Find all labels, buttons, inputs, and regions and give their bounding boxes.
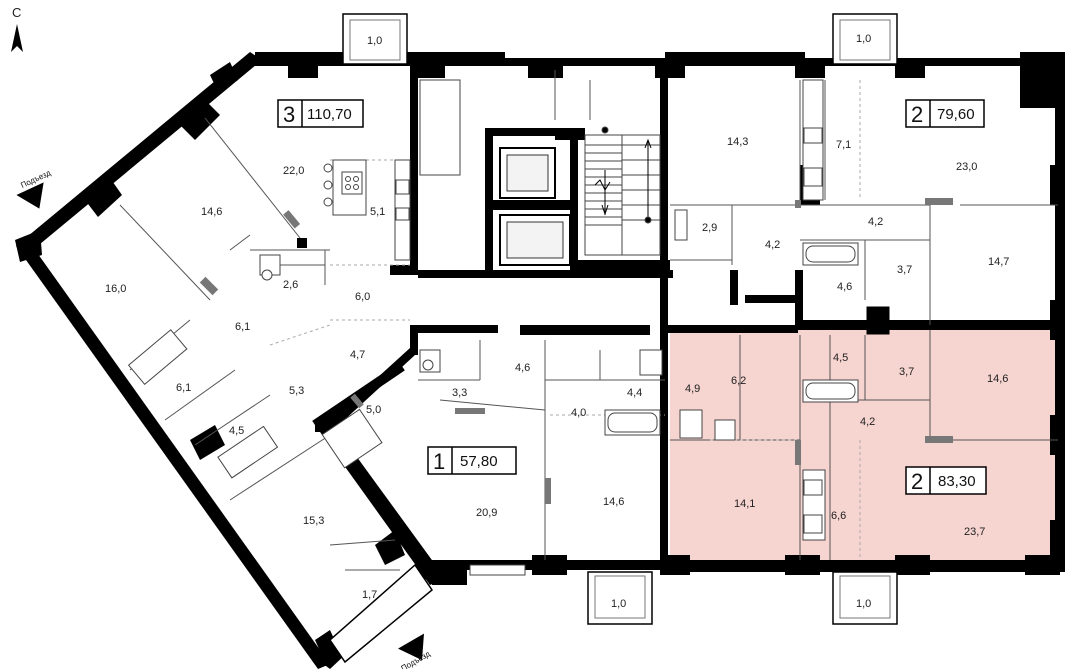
apartment-area: 79,60 <box>937 106 975 123</box>
balcony-area-label: 1,0 <box>611 598 626 610</box>
apartment-area: 83,30 <box>938 473 976 490</box>
room-area-label: 4,9 <box>685 383 700 395</box>
balcony-outlines <box>329 13 898 664</box>
balcony-area-label: 1,0 <box>856 598 871 610</box>
apartment-number: 3 <box>283 102 295 127</box>
room-area-label: 4,4 <box>627 387 642 399</box>
room-area-label: 23,7 <box>964 526 985 538</box>
fixtures <box>127 79 859 576</box>
room-area-label: 14,1 <box>734 498 755 510</box>
apartment-number: 1 <box>433 449 445 474</box>
room-area-label: 14,6 <box>987 373 1008 385</box>
apartment-number: 2 <box>911 102 923 127</box>
apartment-area: 110,70 <box>307 106 352 123</box>
room-area-label: 14,7 <box>988 256 1009 268</box>
room-area-label: 3,7 <box>899 366 914 378</box>
room-area-label: 4,5 <box>229 425 244 437</box>
room-area-label: 4,2 <box>860 416 875 428</box>
room-area-label: 5,0 <box>366 404 381 416</box>
apartment-badge[interactable]: 2 83,30 <box>905 466 987 495</box>
room-area-label: 23,0 <box>956 161 977 173</box>
room-area-label: 22,0 <box>283 165 304 177</box>
room-area-label: 5,1 <box>370 206 385 218</box>
apartment-area: 57,80 <box>460 453 498 470</box>
room-area-label: 14,3 <box>727 136 748 148</box>
entrance-arrow-icon <box>16 182 424 661</box>
room-area-label: 4,2 <box>765 239 780 251</box>
room-area-label: 7,1 <box>836 139 851 151</box>
room-area-label: 2,9 <box>702 222 717 234</box>
compass-arrow-icon <box>11 24 23 52</box>
room-area-label: 6,6 <box>831 510 846 522</box>
apartment-badge[interactable]: 1 57,80 <box>427 446 517 475</box>
compass-label: С <box>12 5 21 20</box>
room-area-label: 15,3 <box>303 515 324 527</box>
room-area-label: 6,2 <box>731 375 746 387</box>
room-area-label: 14,6 <box>201 206 222 218</box>
apartment-number: 2 <box>911 469 923 494</box>
room-area-label: 3,3 <box>452 387 467 399</box>
room-area-label: 4,0 <box>571 407 586 419</box>
room-area-label: 4,5 <box>833 352 848 364</box>
apartment-badge[interactable]: 2 79,60 <box>905 99 985 128</box>
room-area-label: 5,3 <box>289 385 304 397</box>
room-area-label: 6,1 <box>235 321 250 333</box>
stairs-icon <box>584 126 661 256</box>
room-area-label: 3,7 <box>897 264 912 276</box>
highlighted-apartment-area[interactable] <box>670 328 1058 567</box>
balcony-area-label: 1,7 <box>362 589 377 601</box>
room-area-label: 6,0 <box>355 291 370 303</box>
room-area-label: 14,6 <box>603 496 624 508</box>
room-area-label: 4,7 <box>350 349 365 361</box>
balcony-area-label: 1,0 <box>856 33 871 45</box>
balcony-area-label: 1,0 <box>367 35 382 47</box>
room-area-label: 4,6 <box>515 362 530 374</box>
room-area-label: 2,6 <box>283 279 298 291</box>
room-area-label: 20,9 <box>476 507 497 519</box>
room-area-label: 6,1 <box>176 382 191 394</box>
room-area-label: 4,2 <box>868 216 883 228</box>
room-area-label: 16,0 <box>105 283 126 295</box>
apartment-badge[interactable]: 3 110,70 <box>277 99 364 128</box>
elevator-icon <box>499 147 571 266</box>
room-area-label: 4,6 <box>837 281 852 293</box>
